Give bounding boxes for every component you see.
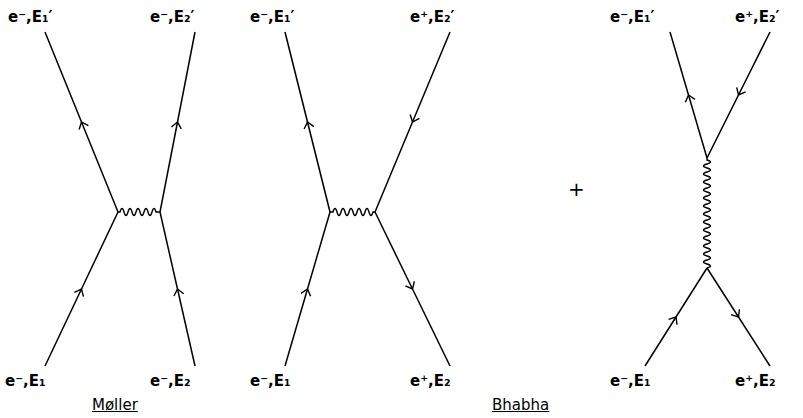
positron-line bbox=[375, 212, 450, 366]
diagram-name: Bhabha bbox=[492, 396, 549, 414]
particle-label: e⁺,E₂′ bbox=[735, 8, 780, 26]
photon-line bbox=[118, 209, 160, 216]
particle-label: e⁻,E₁′ bbox=[250, 8, 295, 26]
particle-label: e⁻,E₁ bbox=[610, 372, 651, 390]
particle-label: e⁻,E₂ bbox=[150, 372, 191, 390]
particle-label: e⁺,E₂ bbox=[410, 372, 451, 390]
photon-line bbox=[704, 158, 711, 268]
plus-sign: + bbox=[568, 180, 585, 198]
particle-label: e⁻,E₁ bbox=[250, 372, 291, 390]
diagram-name: Møller bbox=[92, 396, 138, 414]
fermion-line bbox=[45, 32, 118, 212]
fermion-line bbox=[285, 212, 330, 366]
photon-line bbox=[330, 209, 375, 216]
positron-line bbox=[707, 268, 770, 366]
particle-label: e⁻,E₂′ bbox=[150, 8, 195, 26]
positron-line bbox=[375, 32, 450, 212]
fermion-line bbox=[45, 212, 118, 366]
particle-label: e⁺,E₂ bbox=[735, 372, 776, 390]
particle-label: e⁻,E₁′ bbox=[8, 8, 53, 26]
fermion-line bbox=[160, 32, 195, 212]
positron-line bbox=[707, 32, 770, 158]
fermion-line bbox=[645, 268, 707, 366]
particle-label: e⁻,E₁ bbox=[5, 372, 46, 390]
fermion-line bbox=[285, 32, 330, 212]
particle-label: e⁻,E₁′ bbox=[610, 8, 655, 26]
particle-label: e⁺,E₂′ bbox=[410, 8, 455, 26]
fermion-line bbox=[670, 32, 707, 158]
fermion-line bbox=[160, 212, 195, 366]
